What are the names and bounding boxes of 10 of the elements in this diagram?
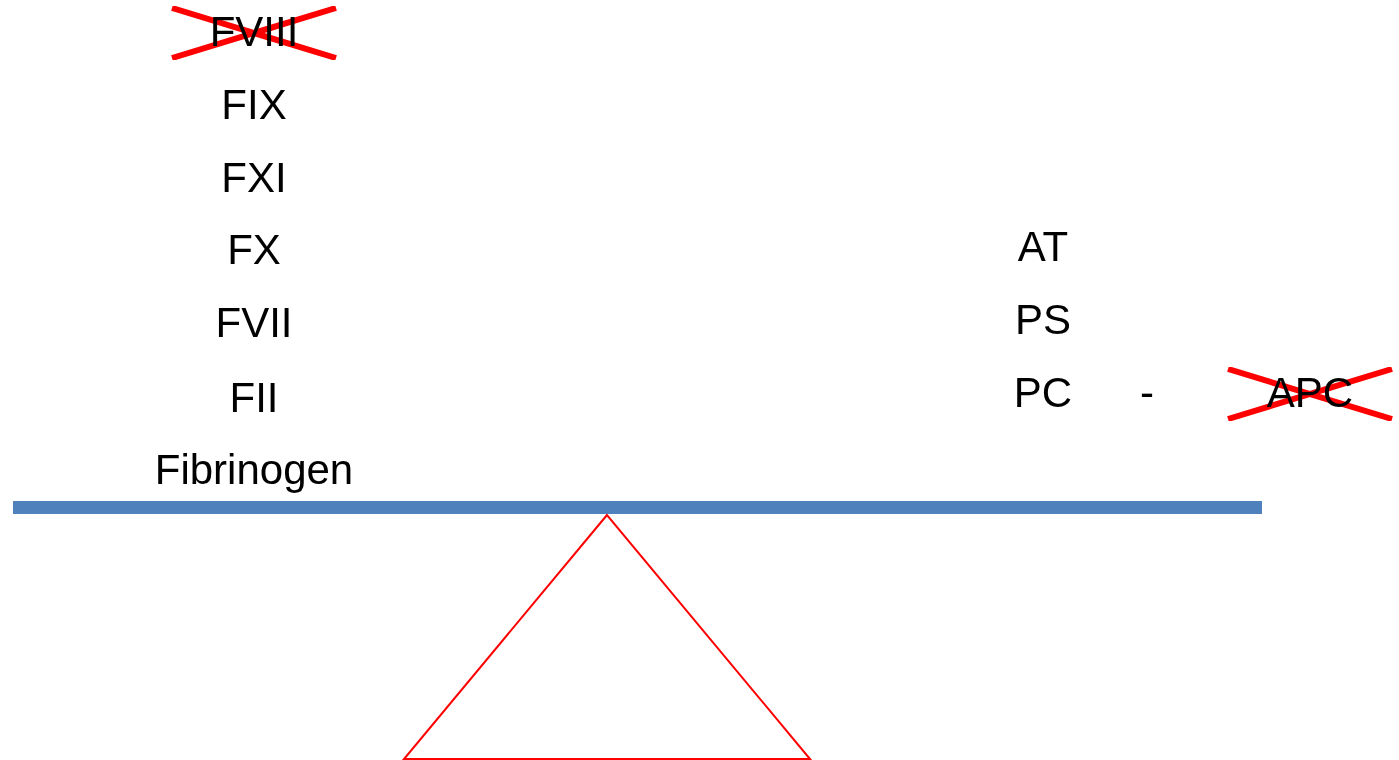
- factor-label: FVII: [215, 302, 293, 344]
- factor-label: -: [1140, 372, 1154, 414]
- factor-label: Fibrinogen: [154, 449, 354, 491]
- factor-label: PC: [1013, 372, 1073, 414]
- factor-label: PS: [1015, 299, 1071, 341]
- factor-label: FX: [227, 229, 281, 271]
- factor-label: FXI: [221, 157, 287, 199]
- factor-label: AT: [1017, 226, 1069, 268]
- factor-label: FII: [229, 377, 279, 419]
- factor-label: FIX: [221, 84, 287, 126]
